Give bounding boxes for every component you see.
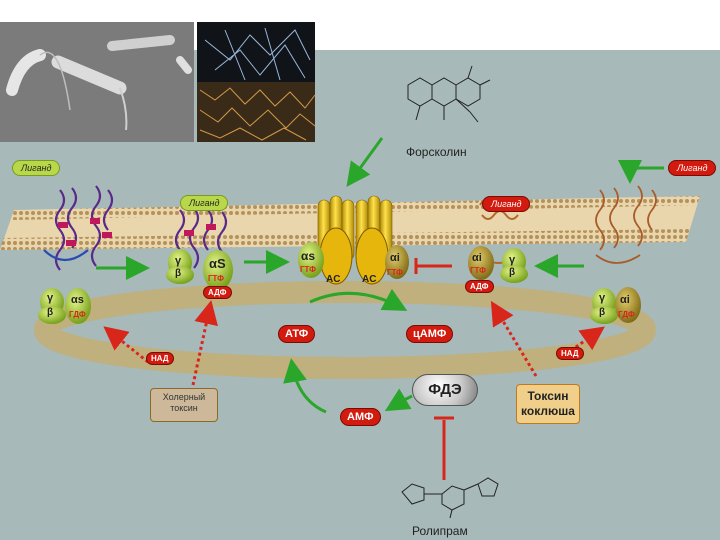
ligand-center-badge: Лиганд [180,195,229,211]
g-protein-right-membrane [468,246,528,283]
red-inhibitors [414,258,454,480]
beta-right-membrane: β [509,267,516,278]
alpha-i-ac-label: αi [390,252,400,264]
camp-badge: цАМФ [406,325,454,343]
gamma-center: γ [175,255,182,267]
fibrous-network-micrograph [197,22,316,142]
alpha-s-center-label: αS [209,256,226,271]
atp-badge: АТФ [278,325,316,343]
cholera-toxin-box: Холерный токсин [150,388,218,422]
nad-right-badge: НАД [556,347,584,360]
alpha-s-ac [298,242,324,278]
g-protein-right [590,287,641,324]
alpha-i-right-label: αi [472,252,482,264]
pertussis-toxin-line1: Токсин [527,389,569,403]
ligand-right-badge: Лиганд [668,160,717,176]
ligand-right-membrane-badge: Лиганд [482,196,531,212]
adenylyl-cyclase [317,195,393,285]
g-protein-left [38,288,91,324]
alpha-s-left-label: αs [71,294,84,306]
adp-right-badge: АДФ [465,280,494,293]
ac-label-2: AC [362,274,377,285]
receptor-left [43,185,114,271]
green-arrows [96,137,664,414]
alpha-i-ac [385,245,409,279]
forskolin-label: Форсколин [406,145,467,159]
gamma-right-membrane: γ [509,254,516,266]
alpha-i-far-right-label: αi [620,294,630,306]
g-protein-center [166,249,233,290]
beta-left: β [47,307,54,318]
cholera-toxin-line2: токсин [170,403,198,413]
gamma-left: γ [47,292,54,304]
gtp-ac-label: ГТФ [300,265,316,274]
alpha-s-ac-label: αs [301,249,316,263]
beta-right: β [599,307,606,318]
amp-badge: АМФ [340,408,381,426]
gdp-right-label: ГДФ [618,310,635,319]
adp-center-badge: АДФ [203,286,232,299]
ac-label-1: AC [326,274,341,285]
forskolin-structure [407,65,491,123]
nad-left-badge: НАД [146,352,174,365]
pertussis-toxin-line2: коклюша [521,404,575,418]
gtp-center-label: ГТФ [208,274,224,283]
cholera-toxin-line1: Холерный [162,392,206,402]
beta-center: β [175,268,182,279]
ligand-left-badge: Лиганд [12,160,61,176]
gtp-ai-label: ГТФ [387,268,403,277]
bacteria-micrograph [0,22,194,142]
receptor-right [595,185,657,264]
gamma-right: γ [599,292,606,304]
pertussis-toxin-box: Токсин коклюша [516,384,580,424]
pde-enzyme: ФДЭ [412,374,478,406]
rolipram-label: Ролипрам [412,524,468,538]
gtp-right-label: ГТФ [470,266,486,275]
rolipram-structure [401,477,499,519]
gdp-left-label: ГДФ [69,310,86,319]
